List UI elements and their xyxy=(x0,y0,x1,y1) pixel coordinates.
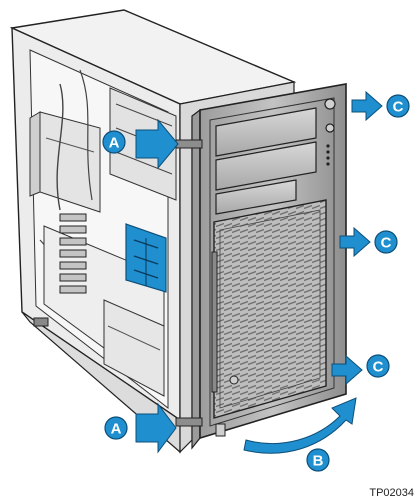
callout-label-a: A xyxy=(111,421,122,438)
callout-c-middle: C xyxy=(340,228,397,256)
figure-id-label: TP02034 xyxy=(369,487,414,499)
bezel-latch xyxy=(230,376,238,384)
drive-connectors xyxy=(60,214,86,293)
bezel-door xyxy=(214,200,326,418)
arrow-right-icon xyxy=(352,92,382,120)
tab-bottom xyxy=(176,418,202,426)
power-button xyxy=(325,99,335,109)
callout-c-top: C xyxy=(352,92,409,120)
callout-label-b: B xyxy=(313,453,324,470)
bezel-side xyxy=(192,110,200,448)
lock-icon xyxy=(216,424,225,436)
callout-label-c: C xyxy=(381,235,392,252)
tab-top xyxy=(176,140,202,148)
callout-label-a: A xyxy=(109,135,120,152)
callout-label-c: C xyxy=(373,359,384,376)
reset-button xyxy=(326,124,334,132)
front-bezel xyxy=(176,84,346,448)
callout-label-c: C xyxy=(393,99,404,116)
door-hinge xyxy=(212,252,217,392)
